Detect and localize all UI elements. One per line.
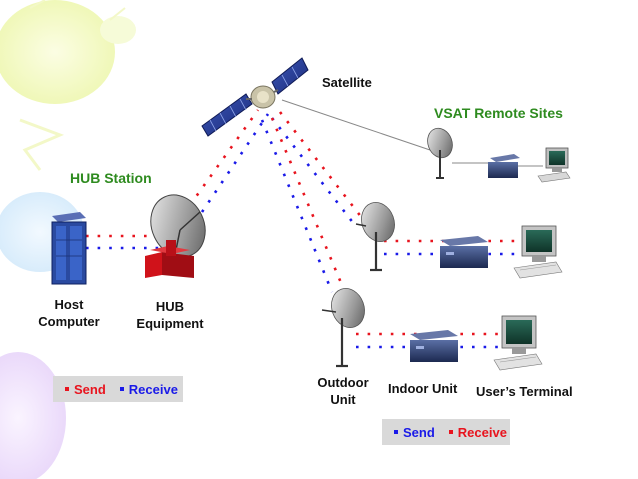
link-hub-sat-receive <box>200 113 270 213</box>
legend-sites: Send Receive <box>382 419 510 445</box>
link-sat-site3-receive <box>260 119 334 293</box>
receive-marker-icon <box>448 430 453 434</box>
bubble-yellow-small <box>100 16 136 44</box>
site2-dish-icon <box>355 202 395 272</box>
site2-terminal-icon <box>513 225 563 279</box>
legend-hub-send: Send <box>65 382 106 397</box>
indoor-unit-label: Indoor Unit <box>388 381 458 396</box>
legend-hub-receive: Receive <box>119 381 178 397</box>
send-marker-icon <box>65 387 69 391</box>
link-sat-site2-receive <box>270 117 356 225</box>
site1-indoor-unit-icon <box>488 154 520 178</box>
vsat-remote-sites-title: VSAT Remote Sites <box>434 105 563 121</box>
legend-hub: Send Receive <box>53 376 183 402</box>
bubble-yellow <box>0 0 115 104</box>
link-sat-site1 <box>281 99 431 151</box>
legend-sites-send-label: Send <box>403 424 435 440</box>
receive-marker-icon <box>119 387 124 391</box>
legend-hub-receive-label: Receive <box>128 381 178 397</box>
send-marker-icon <box>394 430 398 434</box>
site1-dish-icon <box>427 127 453 179</box>
background-decoration <box>0 0 136 479</box>
hub-station-title: HUB Station <box>70 170 152 186</box>
users-terminal-label: User’s Terminal <box>476 384 573 399</box>
bubble-purple <box>0 352 66 479</box>
site3-terminal-icon <box>493 315 543 371</box>
legend-sites-receive: Receive <box>448 424 507 440</box>
legend-hub-send-label: Send <box>74 381 106 397</box>
site1-terminal-icon <box>537 147 571 183</box>
link-hub-sat-send <box>188 109 260 206</box>
legend-sites-receive-label: Receive <box>457 424 507 440</box>
hub-equipment-icon <box>145 194 206 278</box>
link-sat-site2-send <box>278 111 364 219</box>
site3-indoor-unit-icon <box>410 330 458 362</box>
satellite-label: Satellite <box>322 75 372 90</box>
legend-sites-send: Send <box>394 425 435 440</box>
satellite-icon <box>201 57 309 137</box>
site2-indoor-unit-icon <box>440 236 488 268</box>
host-computer-icon <box>51 212 87 285</box>
signal-links <box>86 109 520 349</box>
outdoor-unit-label: Outdoor Unit <box>317 375 369 407</box>
site3-dish-icon <box>321 288 365 368</box>
host-computer-label: Host Computer <box>38 297 100 329</box>
link-sat-site3-send <box>270 117 346 291</box>
hub-equipment-label: HUB Equipment <box>136 299 204 331</box>
